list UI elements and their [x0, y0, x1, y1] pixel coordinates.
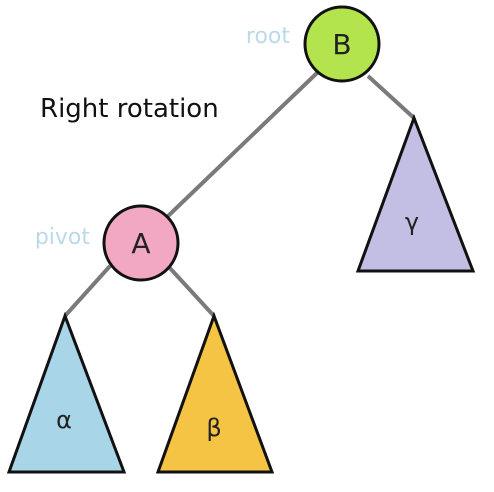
subtree-alpha [6, 311, 127, 474]
root-role-label: root [246, 24, 290, 49]
pivot-role-label: pivot [35, 225, 91, 250]
edge-root-to-gamma [366, 74, 416, 120]
subtree-alpha-label: α [56, 406, 72, 434]
node-root-label: B [332, 28, 351, 61]
subtree-gamma [355, 113, 476, 273]
node-root [303, 5, 381, 83]
subtree-beta-label: β [206, 414, 221, 442]
edge-pivot-to-alpha [63, 264, 112, 318]
node-pivot [102, 204, 180, 282]
edge-root-to-pivot [164, 70, 320, 220]
node-pivot-label: A [131, 227, 150, 260]
subtree-beta [155, 311, 275, 474]
edge-pivot-to-beta [166, 264, 216, 318]
diagram-title: Right rotation [40, 94, 219, 124]
subtree-gamma-label: γ [405, 208, 419, 236]
